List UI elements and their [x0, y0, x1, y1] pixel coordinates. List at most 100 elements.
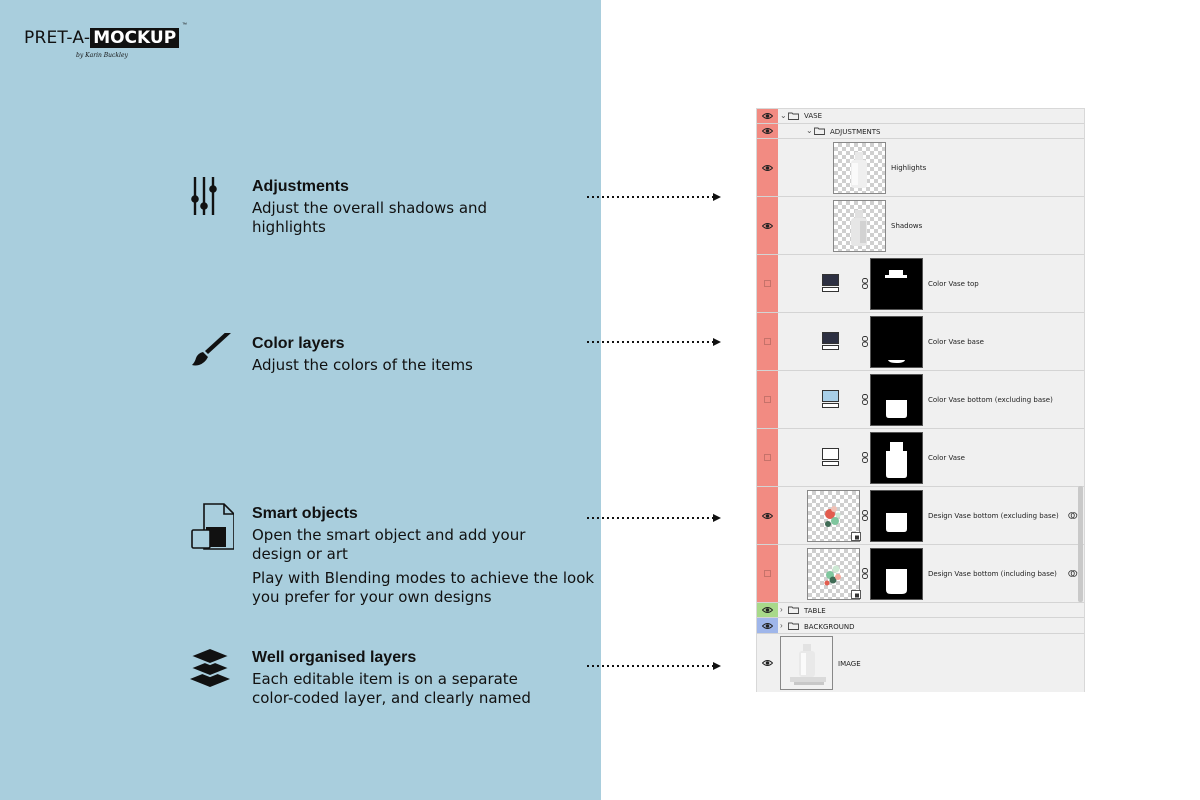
- layer-group-vase[interactable]: ⌄ VASE: [757, 109, 1084, 124]
- layer-highlights[interactable]: Highlights: [757, 139, 1084, 197]
- layer-color-vase-base[interactable]: Color Vase base: [757, 313, 1084, 371]
- layer-color-vase-top[interactable]: Color Vase top: [757, 255, 1084, 313]
- layer-name: Color Vase bottom (excluding base): [928, 396, 1053, 404]
- logo-trademark: ™: [182, 22, 187, 28]
- visibility-toggle-off[interactable]: [764, 570, 771, 577]
- layer-name: Highlights: [891, 164, 927, 172]
- fill-swatch[interactable]: [821, 389, 842, 410]
- color-code-red: [757, 255, 778, 312]
- eye-icon[interactable]: [762, 164, 773, 172]
- feature-title: Color layers: [252, 335, 345, 352]
- link-icon[interactable]: [862, 452, 868, 463]
- logo-signature: by Karin Buckley: [76, 52, 128, 59]
- link-icon[interactable]: [862, 336, 868, 347]
- fill-swatch[interactable]: [821, 331, 842, 352]
- link-icon[interactable]: [862, 568, 868, 579]
- layer-name: Color Vase: [928, 454, 965, 462]
- layer-name: BACKGROUND: [804, 623, 855, 631]
- feature-description-extra: Play with Blending modes to achieve the …: [252, 569, 595, 606]
- chevron-down-icon[interactable]: ⌄: [806, 126, 813, 135]
- logo-mockup-text: MOCKUP: [90, 28, 180, 48]
- chevron-down-icon[interactable]: ⌄: [780, 111, 787, 120]
- dotted-arrow: [587, 514, 721, 522]
- folder-icon: [814, 127, 825, 135]
- link-icon[interactable]: [862, 394, 868, 405]
- link-icon[interactable]: [862, 510, 868, 521]
- layer-name: Design Vase bottom (including base): [928, 570, 1057, 578]
- eye-icon[interactable]: [762, 622, 773, 630]
- smart-object-thumbnail: [807, 490, 860, 542]
- eye-icon[interactable]: [762, 127, 773, 135]
- layer-name: TABLE: [804, 607, 826, 615]
- layer-name: Design Vase bottom (excluding base): [928, 512, 1059, 520]
- pret-a-mockup-logo: PRET-A- MOCKUP ™ by Karin Buckley: [24, 22, 187, 59]
- feature-description: Adjust the colors of the items: [252, 356, 473, 374]
- dotted-arrow: [587, 193, 721, 201]
- chevron-right-icon[interactable]: ›: [780, 605, 783, 614]
- layer-group-adjustments[interactable]: ⌄ ADJUSTMENTS: [757, 124, 1084, 139]
- chevron-right-icon[interactable]: ›: [780, 621, 783, 630]
- sliders-icon: [191, 177, 217, 215]
- fill-swatch[interactable]: [821, 273, 842, 294]
- feature-description: Each editable item is on a separate colo…: [252, 670, 531, 707]
- layer-thumbnail: [833, 200, 886, 252]
- left-info-panel: [0, 0, 601, 800]
- layer-group-background[interactable]: › BACKGROUND: [757, 618, 1084, 634]
- layer-mask-thumbnail: [870, 316, 923, 368]
- image-thumbnail: [780, 636, 833, 690]
- eye-icon[interactable]: [762, 512, 773, 520]
- eye-icon[interactable]: [762, 112, 773, 120]
- layer-mask-thumbnail: [870, 374, 923, 426]
- layer-mask-thumbnail: [870, 258, 923, 310]
- layer-name: ADJUSTMENTS: [830, 128, 881, 136]
- layers-scrollbar[interactable]: [1078, 486, 1083, 602]
- layer-image[interactable]: IMAGE: [757, 634, 1084, 692]
- layer-color-vase-bottom[interactable]: Color Vase bottom (excluding base): [757, 371, 1084, 429]
- layer-mask-thumbnail: [870, 432, 923, 484]
- folder-icon: [788, 606, 799, 614]
- smart-object-icon: [191, 503, 234, 550]
- layer-mask-thumbnail: [870, 490, 923, 542]
- feature-title: Adjustments: [252, 178, 349, 195]
- fill-swatch[interactable]: [821, 447, 842, 468]
- feature-description: Open the smart object and add your desig…: [252, 526, 526, 563]
- layer-mask-thumbnail: [870, 548, 923, 600]
- color-code-red: [757, 545, 778, 602]
- feature-title: Smart objects: [252, 505, 358, 522]
- color-code-red: [757, 313, 778, 370]
- layer-name: VASE: [804, 112, 822, 120]
- layer-thumbnail: [833, 142, 886, 194]
- layer-group-table[interactable]: › TABLE: [757, 603, 1084, 618]
- dotted-arrow: [587, 662, 721, 670]
- layer-design-vase-incl[interactable]: Design Vase bottom (including base): [757, 545, 1084, 603]
- smart-object-badge-icon: [851, 532, 861, 541]
- visibility-toggle-off[interactable]: [764, 396, 771, 403]
- paintbrush-icon: [192, 333, 231, 366]
- visibility-toggle-off[interactable]: [764, 280, 771, 287]
- color-code-red: [757, 371, 778, 428]
- layers-stack-icon: [190, 647, 233, 687]
- feature-title: Well organised layers: [252, 649, 417, 666]
- color-code-red: [757, 429, 778, 486]
- layer-name: Color Vase top: [928, 280, 979, 288]
- eye-icon[interactable]: [762, 606, 773, 614]
- visibility-toggle-off[interactable]: [764, 454, 771, 461]
- layer-shadows[interactable]: Shadows: [757, 197, 1084, 255]
- smart-object-thumbnail: [807, 548, 860, 600]
- feature-description: Adjust the overall shadows and highlight…: [252, 199, 488, 236]
- eye-icon[interactable]: [762, 659, 773, 667]
- layer-design-vase-excl[interactable]: Design Vase bottom (excluding base): [757, 487, 1084, 545]
- logo-pret-text: PRET-A-: [24, 28, 91, 48]
- layer-name: IMAGE: [838, 660, 861, 668]
- layer-color-vase[interactable]: Color Vase: [757, 429, 1084, 487]
- eye-icon[interactable]: [762, 222, 773, 230]
- layer-name: Color Vase base: [928, 338, 984, 346]
- folder-icon: [788, 112, 799, 120]
- layer-name: Shadows: [891, 222, 923, 230]
- visibility-toggle-off[interactable]: [764, 338, 771, 345]
- dotted-arrow: [587, 338, 721, 346]
- folder-icon: [788, 622, 799, 630]
- link-icon[interactable]: [862, 278, 868, 289]
- smart-object-badge-icon: [851, 590, 861, 599]
- layers-panel[interactable]: ⌄ VASE ⌄ ADJUSTMENTS Highlights Shadows: [756, 108, 1085, 692]
